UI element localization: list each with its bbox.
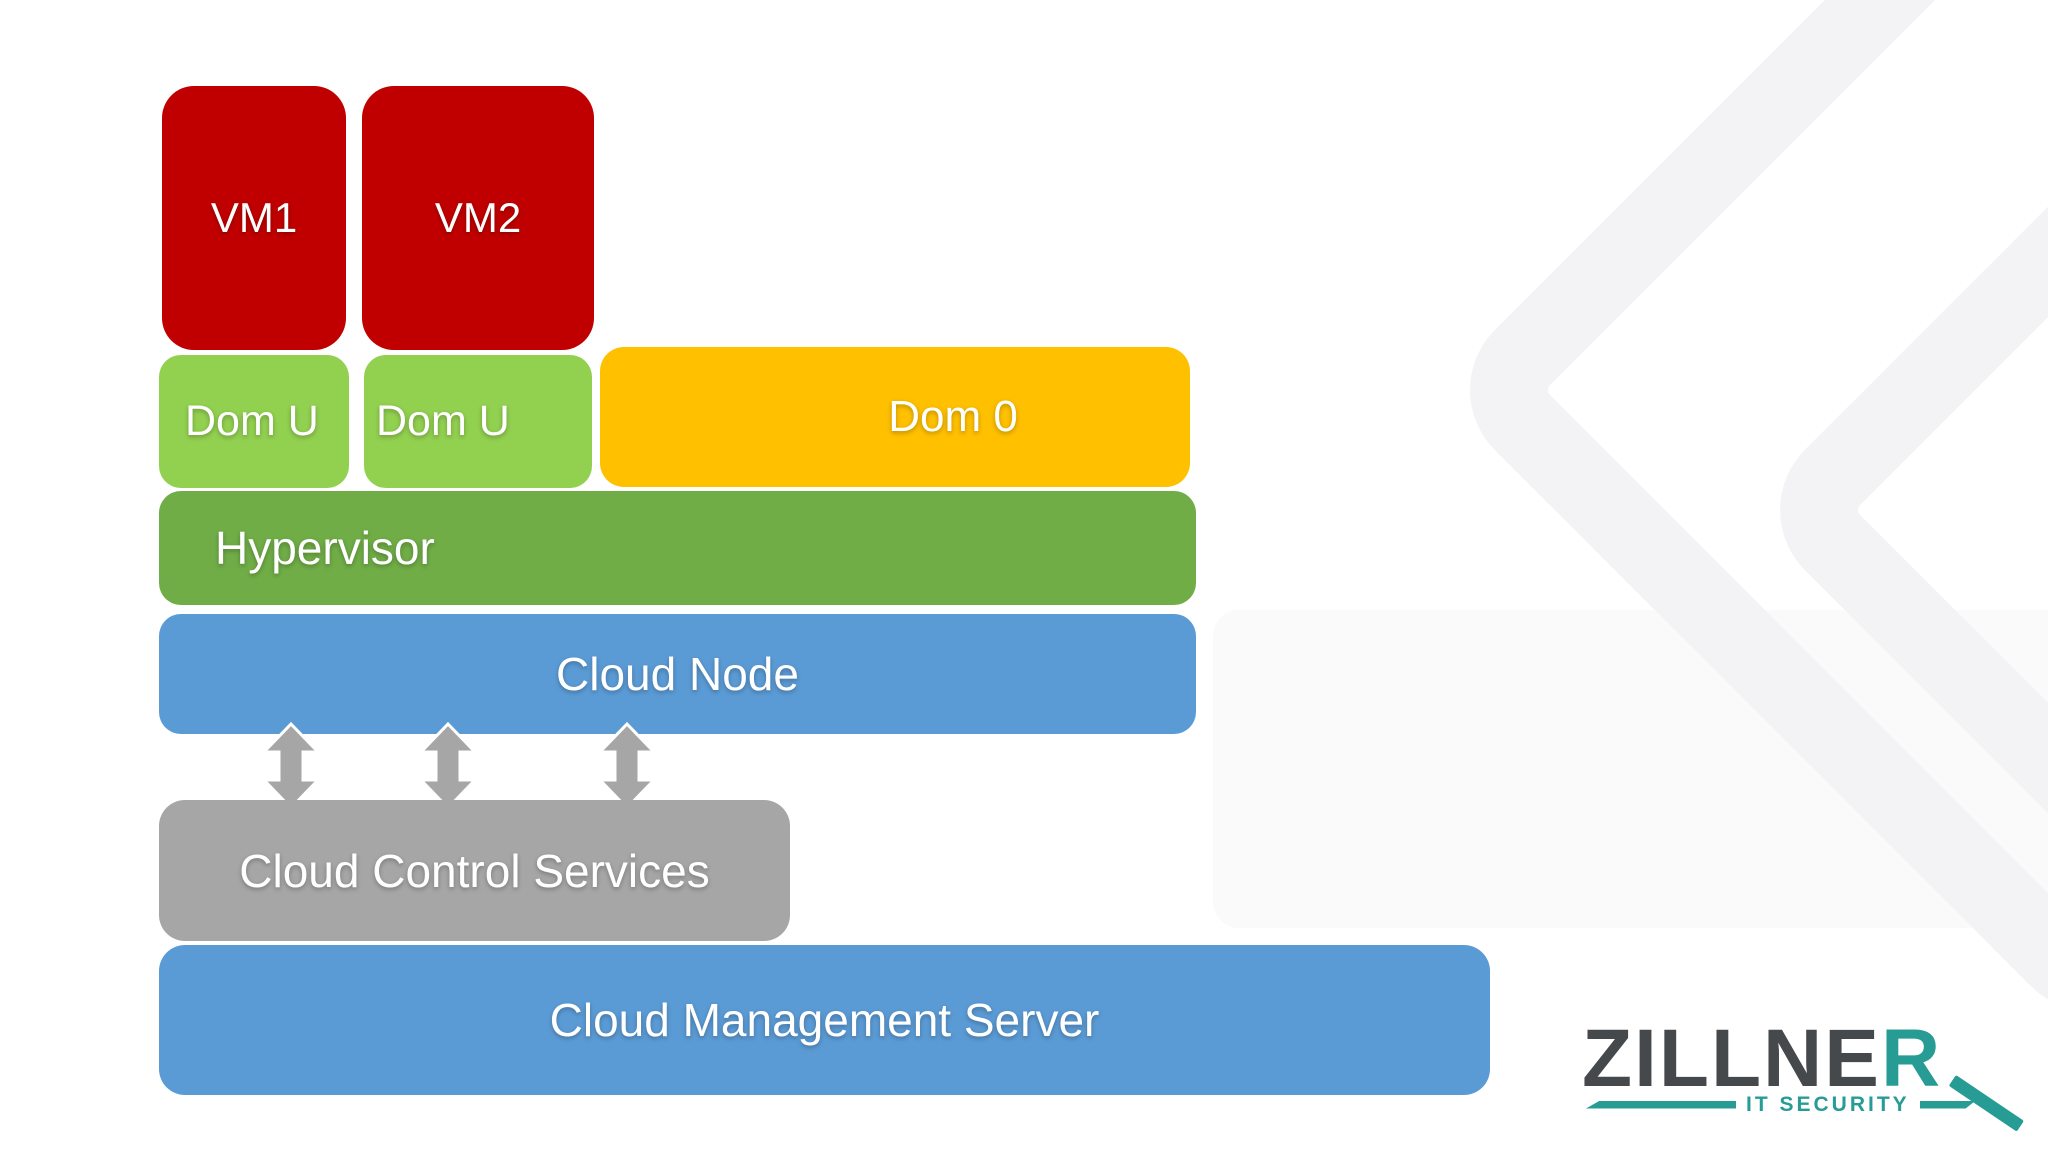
logo-rule-left: [1586, 1100, 1736, 1109]
cloud-control-services-box: Cloud Control Services: [159, 800, 790, 941]
logo-wordmark: ZILLNER: [1582, 1018, 2042, 1100]
logo-wordmark-dark: ZILLNE: [1582, 1013, 1881, 1104]
up-down-arrow-icon: [262, 722, 320, 810]
cloud-node-label: Cloud Node: [556, 648, 799, 700]
dom-u2-label: Dom U: [376, 397, 510, 445]
logo-tagline-row: IT SECURITY: [1586, 1094, 1976, 1115]
cloud-management-server-label: Cloud Management Server: [549, 994, 1100, 1046]
vm1-box: VM1: [162, 86, 346, 350]
up-down-arrow-icon: [419, 722, 477, 810]
hypervisor-label: Hypervisor: [215, 522, 435, 574]
hypervisor-box: Hypervisor: [159, 491, 1196, 605]
logo-wordmark-accent: R: [1880, 1013, 1943, 1104]
logo-rule-right: [1920, 1101, 1976, 1109]
up-down-arrow-icon: [598, 722, 656, 810]
cloud-control-services-label: Cloud Control Services: [239, 844, 710, 897]
vm2-label: VM2: [434, 194, 522, 241]
dom-u1-box: Dom U: [159, 355, 349, 488]
dom-u1-label: Dom U: [185, 397, 319, 445]
cloud-node-box: Cloud Node: [159, 614, 1196, 734]
dom-0-box: Dom 0: [600, 347, 1190, 487]
cloud-management-server-box: Cloud Management Server: [159, 945, 1490, 1095]
vm1-label: VM1: [210, 194, 298, 241]
zillner-logo: ZILLNER IT SECURITY: [1582, 1018, 2042, 1132]
vm2-box: VM2: [362, 86, 594, 350]
dom-u2-box: Dom U: [364, 355, 592, 488]
logo-tagline-text: IT SECURITY: [1746, 1093, 1910, 1116]
dom-0-label: Dom 0: [888, 392, 1018, 441]
